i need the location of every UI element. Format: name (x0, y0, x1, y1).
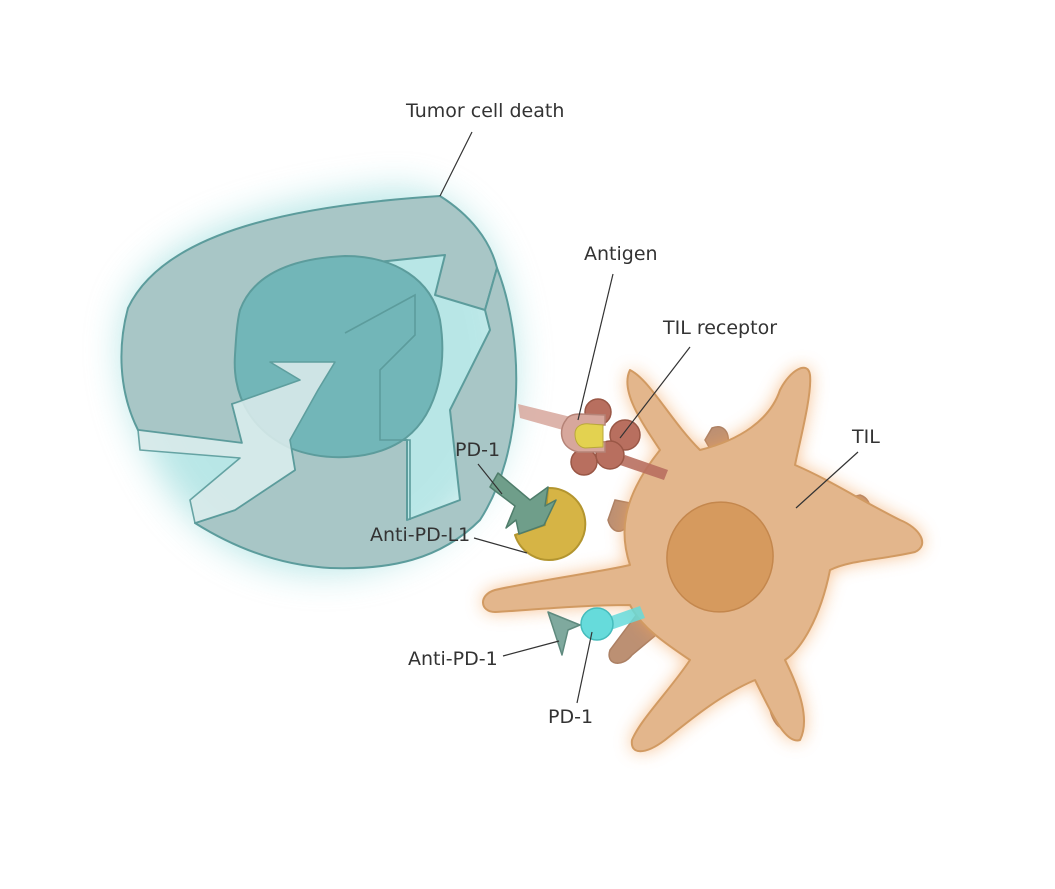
anti-pd-l1-complex (489, 472, 587, 561)
anti-pd1-complex (547, 606, 645, 656)
tumor-cell (120, 189, 518, 573)
anti-pd-l1 (514, 486, 587, 561)
tumor-crack (137, 361, 336, 524)
anti-pd1 (547, 611, 581, 656)
antigen-receptor-complex (518, 398, 668, 480)
label-til-receptor: TIL receptor (662, 317, 777, 339)
leader-lines (439, 131, 859, 704)
leader-til (795, 451, 859, 509)
leader-pd1-lower (576, 631, 593, 704)
antigen-stalk (518, 404, 575, 432)
leader-antigen (577, 273, 614, 421)
antigen-core (574, 423, 604, 449)
leader-pd1-upper (477, 463, 503, 495)
til-nucleus (666, 501, 774, 613)
pd1-upper-arrow (489, 472, 557, 535)
leader-til-receptor (619, 346, 691, 439)
leader-anti-pd-l1 (473, 537, 528, 554)
labels: Tumor cell death Antigen TIL receptor TI… (370, 100, 880, 728)
til-cell (482, 366, 924, 753)
label-pd1-upper: PD-1 (455, 439, 500, 461)
tumor-crack-line (344, 293, 416, 520)
label-tumor-cell-death: Tumor cell death (405, 100, 564, 122)
leader-tumor-cell-death (439, 131, 473, 197)
leader-anti-pd1 (502, 640, 560, 657)
label-anti-pd1: Anti-PD-1 (408, 648, 498, 670)
label-anti-pd-l1: Anti-PD-L1 (370, 524, 470, 546)
til-receptor-stalk (620, 455, 668, 480)
pd1-lower (580, 607, 614, 641)
label-antigen: Antigen (584, 243, 658, 265)
label-pd1-lower: PD-1 (548, 706, 593, 728)
label-til: TIL (851, 426, 880, 448)
